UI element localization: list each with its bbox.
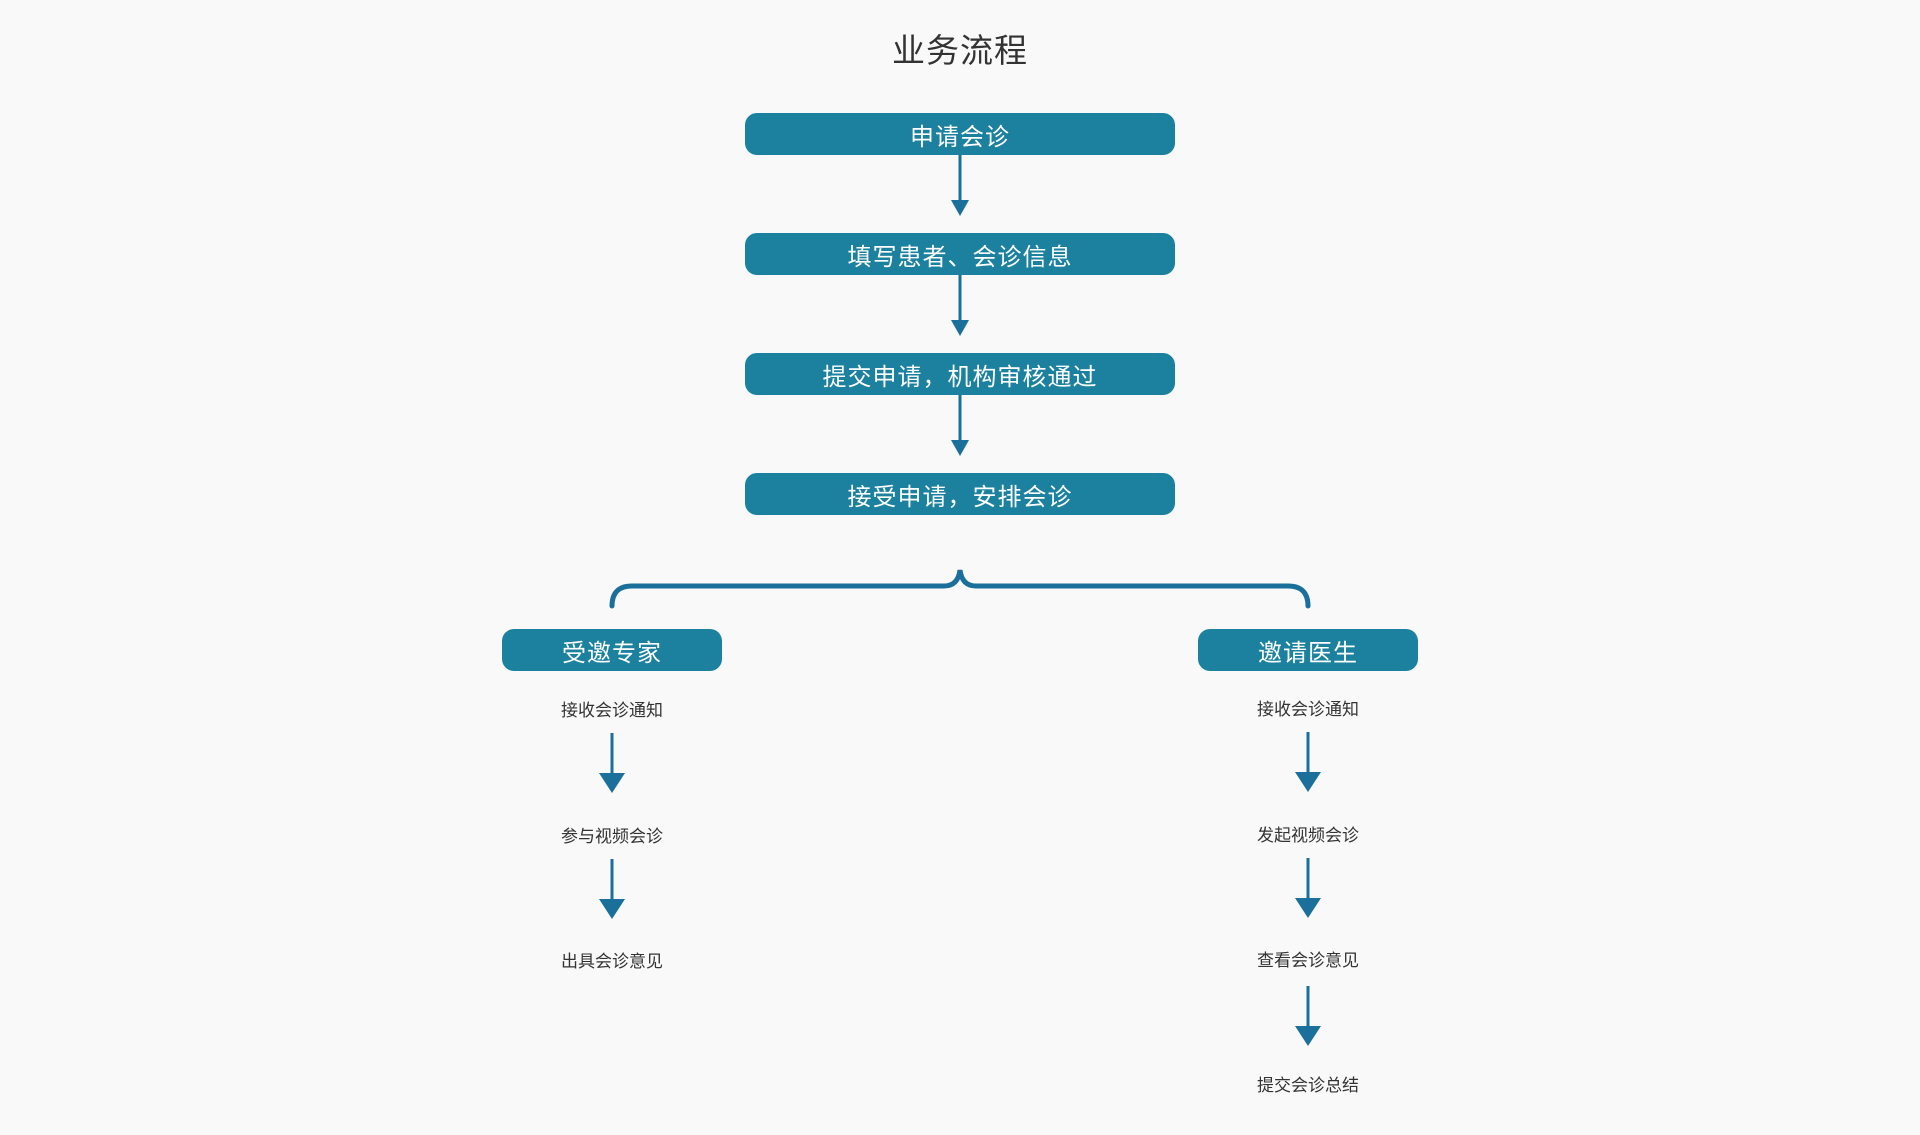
main-step-fill-info: 填写患者、会诊信息 — [745, 233, 1175, 275]
page-title: 业务流程 — [892, 31, 1028, 70]
main-step-apply-consultation: 申请会诊 — [745, 113, 1175, 155]
right-step-receive-notice: 接收会诊通知 — [1257, 700, 1359, 720]
right-arrow-2 — [1295, 858, 1321, 918]
branch-brace — [609, 569, 1311, 609]
main-arrow-2 — [951, 275, 969, 336]
main-arrow-1 — [951, 155, 969, 216]
right-arrow-1 — [1295, 732, 1321, 792]
main-arrow-3 — [951, 395, 969, 456]
right-step-start-video: 发起视频会诊 — [1257, 826, 1359, 846]
main-step-accept-arrange: 接受申请，安排会诊 — [745, 473, 1175, 515]
right-step-view-opinion: 查看会诊意见 — [1257, 951, 1359, 971]
right-arrow-3 — [1295, 986, 1321, 1046]
main-step-submit-review: 提交申请，机构审核通过 — [745, 353, 1175, 395]
right-step-submit-summary: 提交会诊总结 — [1257, 1076, 1359, 1096]
branch-invited-expert: 受邀专家 — [502, 629, 722, 671]
left-step-receive-notice: 接收会诊通知 — [561, 701, 663, 721]
left-arrow-2 — [599, 859, 625, 919]
left-step-join-video: 参与视频会诊 — [561, 827, 663, 847]
left-arrow-1 — [599, 733, 625, 793]
left-step-issue-opinion: 出具会诊意见 — [561, 952, 663, 972]
branch-inviting-doctor: 邀请医生 — [1198, 629, 1418, 671]
